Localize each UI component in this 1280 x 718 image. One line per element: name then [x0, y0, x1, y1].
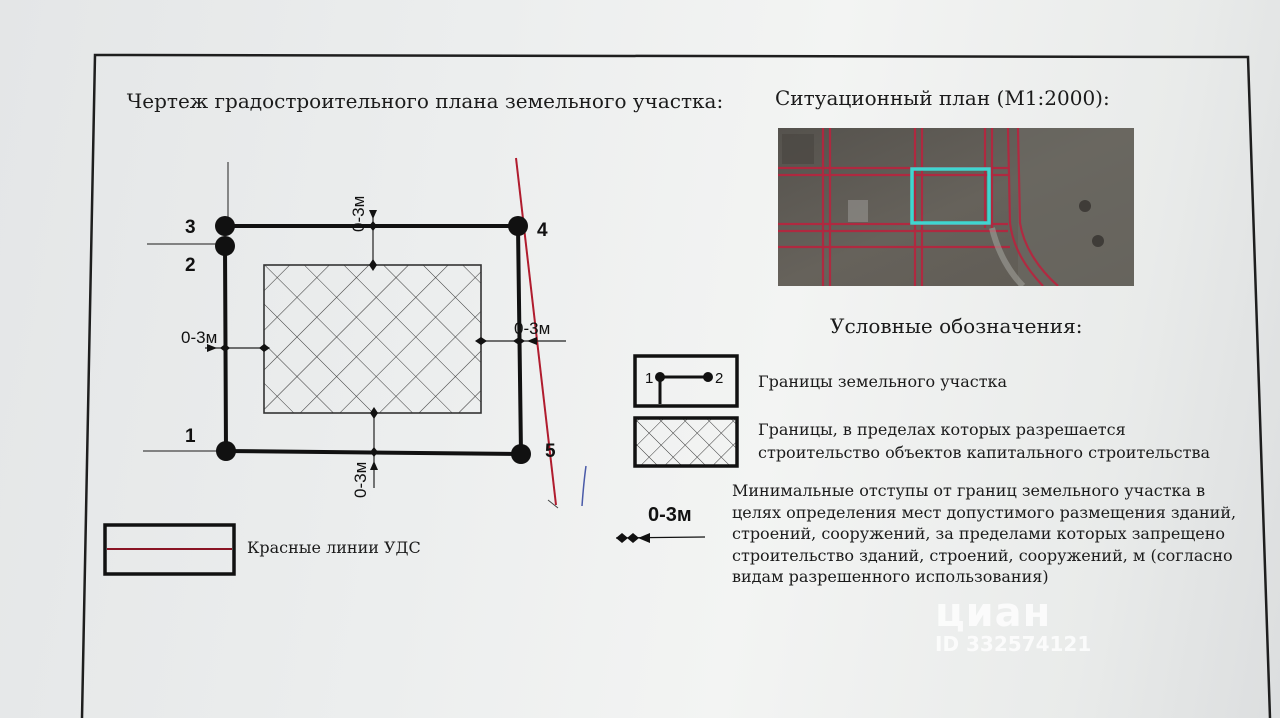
setback-label-left: 0-3м [181, 328, 217, 347]
red-lines-legend-label: Красные линии УДС [247, 538, 421, 557]
watermark-id: ID 332574121 [935, 632, 1092, 656]
point-4-marker [508, 216, 528, 236]
point-3-marker [215, 216, 235, 236]
setback-label-top: 0-3м [349, 196, 368, 232]
buildable-legend-label: Границы, в пределах которых разрешается … [758, 420, 1211, 462]
boundary-legend-label: Границы земельного участка [758, 372, 1008, 391]
document-frame [80, 53, 1272, 718]
point-label-4: 4 [537, 220, 548, 241]
cian-watermark: циан ID 332574121 [935, 590, 1091, 656]
point-label-3: 3 [185, 217, 196, 238]
red-line-uds [515, 157, 557, 506]
plot-drawing [143, 157, 587, 509]
boundary-legend-icon [633, 354, 739, 408]
drawing-title: Чертеж градостроительного плана земельно… [126, 89, 724, 113]
point-2-marker [215, 236, 235, 256]
point-1-marker [216, 441, 236, 461]
red-lines-legend-icon [103, 523, 236, 576]
setback-label-right: 0-3м [514, 319, 550, 338]
setback-legend-description: Минимальные отступы от границ земельного… [732, 481, 1237, 586]
setback-label-bottom: 0-3м [351, 462, 370, 498]
situation-plan-map [778, 128, 1134, 286]
watermark-brand: циан [935, 590, 1052, 636]
buildable-legend-icon [633, 416, 739, 468]
boundary-icon-point-2: 2 [715, 370, 723, 387]
point-5-marker [511, 444, 531, 464]
setback-legend-label: 0-3м [648, 504, 692, 526]
point-label-5: 5 [545, 441, 556, 462]
situation-plan-title: Ситуационный план (М1:2000): [775, 86, 1110, 110]
point-label-1: 1 [185, 426, 196, 447]
buildable-area [263, 264, 482, 414]
point-label-2: 2 [185, 255, 196, 276]
boundary-icon-point-1: 1 [645, 370, 653, 387]
legend-title: Условные обозначения: [830, 314, 1083, 338]
plot-location-outline [910, 167, 991, 225]
